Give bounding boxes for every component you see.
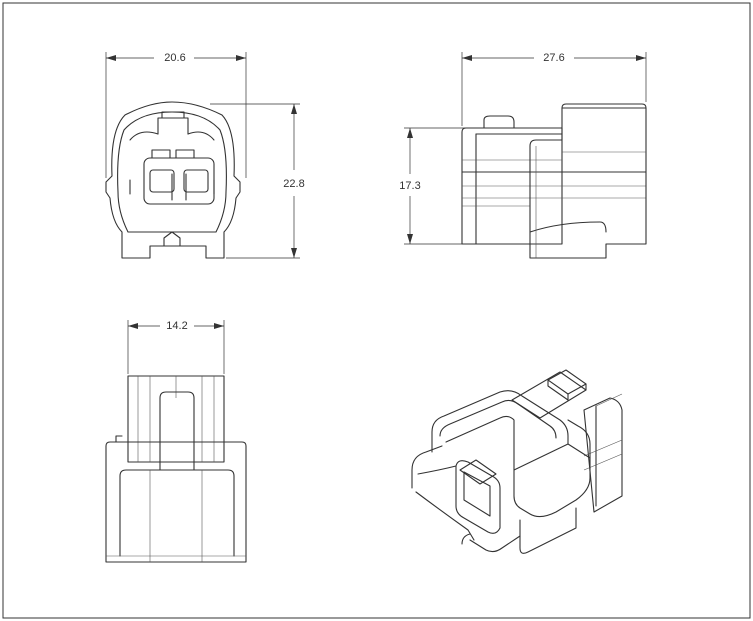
side-length-label: 27.6 [543,52,564,64]
top-width-dimension: 14.2 [127,320,225,374]
side-view [461,103,647,259]
side-length-dimension: 27.6 [461,52,647,126]
front-view [105,101,241,259]
top-view [105,375,247,563]
side-height-label: 17.3 [399,180,420,192]
front-width-dimension: 20.6 [105,52,247,178]
front-height-label: 22.8 [283,178,304,190]
front-height-dimension: 22.8 [210,103,305,259]
isometric-view [411,369,623,554]
front-width-label: 20.6 [164,52,185,64]
top-width-label: 14.2 [166,320,187,332]
side-height-dimension: 17.3 [399,127,482,245]
